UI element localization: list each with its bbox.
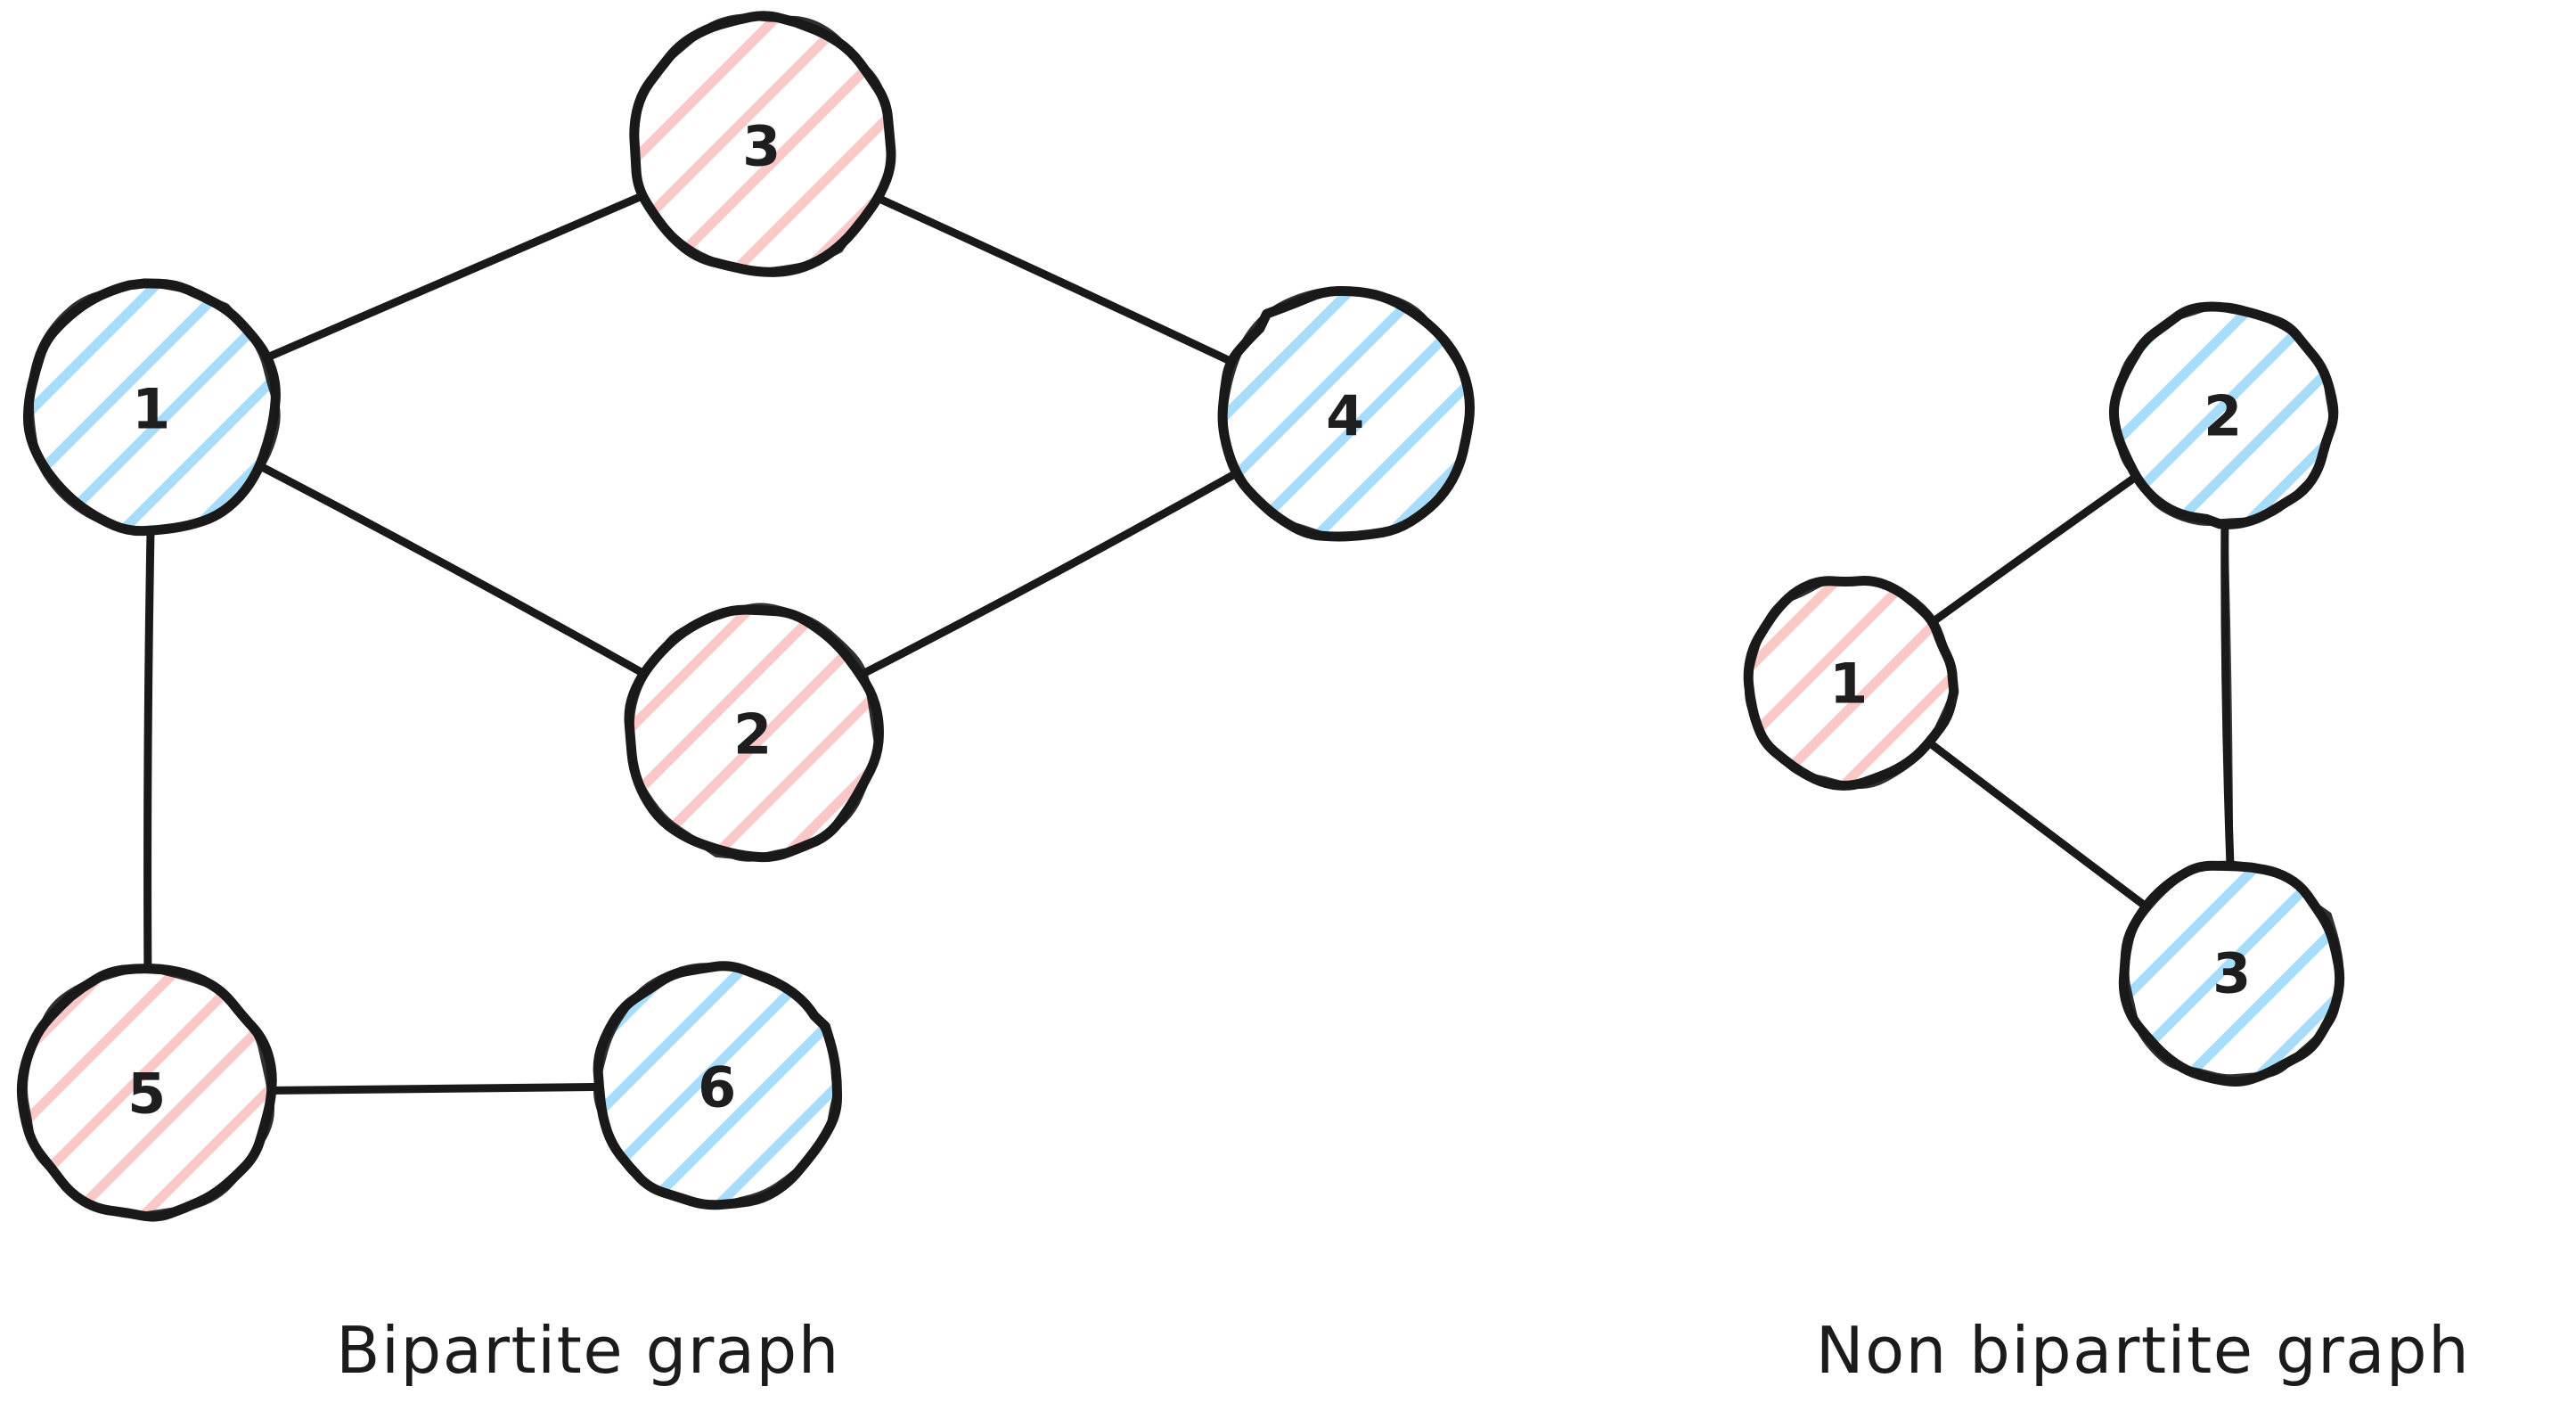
node-hatch-pink (628, 610, 879, 857)
edge-1-2 (252, 460, 652, 680)
graph-node-1[interactable]: 1 (22, 278, 281, 537)
node-hatch-blue (2114, 306, 2334, 525)
node-outline (16, 964, 277, 1222)
edge-2-4 (854, 466, 1245, 681)
edge-1-3 (1922, 736, 2154, 914)
node-label: 5 (127, 1062, 167, 1127)
node-hatch-pink (634, 15, 891, 273)
edge-2-3 (2220, 513, 2235, 873)
graph-node-6[interactable]: 6 (593, 961, 843, 1210)
node-outline-secondary (2112, 302, 2335, 526)
graph-node-2[interactable]: 2 (624, 603, 884, 863)
graph-node-4[interactable]: 4 (1217, 285, 1475, 542)
node-outline-secondary (1744, 578, 1957, 790)
captions-layer: Bipartite graph Non bipartite graph (336, 1313, 2470, 1388)
node-label: 1 (1829, 652, 1869, 717)
node-outline-secondary (631, 13, 894, 275)
node-hatch-blue (1223, 291, 1470, 537)
node-outline-secondary (627, 603, 880, 862)
figure-caption-bipartite: Bipartite graph (336, 1313, 840, 1388)
node-hatch-blue (598, 965, 838, 1205)
graph-node-1[interactable]: 1 (1743, 575, 1959, 791)
node-hatch-blue (2123, 865, 2340, 1082)
node-hatch-blue (28, 283, 276, 531)
graph-node-2[interactable]: 2 (2108, 301, 2339, 529)
node-outline-secondary (1221, 286, 1474, 541)
node-outline-secondary (21, 966, 275, 1219)
edge-5-6 (262, 1082, 607, 1095)
edge-1-3 (257, 189, 652, 365)
graph-node-3[interactable]: 3 (2118, 860, 2345, 1087)
edge-1-2 (1924, 470, 2144, 630)
figure-caption-non-bipartite: Non bipartite graph (1816, 1313, 2470, 1388)
node-label: 3 (742, 114, 781, 179)
node-hatch-pink (21, 968, 273, 1218)
node-outline-secondary (593, 963, 839, 1209)
node-label: 1 (132, 377, 171, 442)
nodes-layer: 1 2 3 4 5 6 1 2 3 (16, 11, 2345, 1222)
node-label: 6 (698, 1055, 737, 1120)
graph-node-5[interactable]: 5 (16, 964, 277, 1222)
edges-layer (143, 189, 2235, 1095)
node-label: 2 (733, 702, 773, 767)
node-label: 4 (1326, 384, 1365, 449)
node-label: 2 (2204, 384, 2243, 449)
node-outline-secondary (2122, 860, 2344, 1081)
node-label: 3 (2212, 941, 2252, 1006)
graph-node-3[interactable]: 3 (629, 11, 896, 277)
node-outline-secondary (27, 280, 281, 534)
edge-3-4 (870, 192, 1241, 369)
node-hatch-pink (1748, 580, 1954, 786)
edge-1-5 (143, 522, 155, 977)
